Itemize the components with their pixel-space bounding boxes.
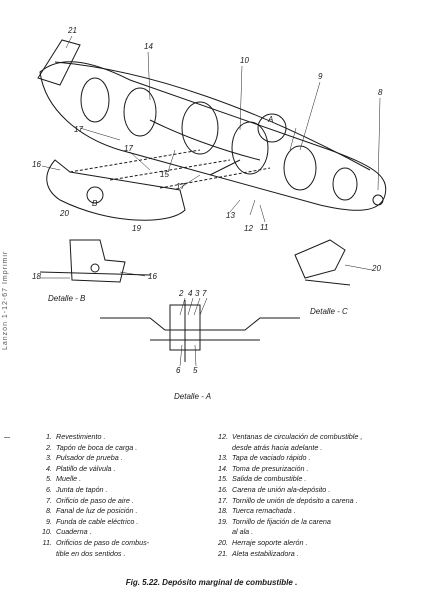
- legend-item: 5.Muelle .: [46, 474, 82, 484]
- legend-item: 17.Tornillo de unión de depósito a caren…: [218, 495, 358, 505]
- legend-item: 20.Herraje soporte alerón .: [218, 537, 308, 547]
- callout-detail-b: B: [92, 199, 98, 208]
- legend-item: tible en dos sentidos .: [56, 548, 126, 558]
- callout-14: 14: [144, 42, 153, 51]
- legend-item: 7.Orificio de paso de aire .: [46, 495, 134, 505]
- margin-note: Lanzón 1-12-67 Imprimir: [2, 250, 9, 350]
- callout-17c: 17: [176, 182, 185, 191]
- tank-body: [39, 61, 387, 211]
- legend-item: 8.Fanal de luz de posición .: [46, 506, 138, 516]
- legend-item: 12.Ventanas de circulación de combustibl…: [218, 432, 363, 441]
- detail-b-shape: [69, 239, 126, 283]
- nav-light: [372, 194, 384, 206]
- tank-illustration-svg: [37, 35, 387, 367]
- detail-c-label: Detalle - C: [310, 307, 348, 316]
- detail-c-shape: [294, 239, 346, 279]
- callout-13: 13: [226, 211, 235, 220]
- callout-3: 3: [195, 289, 200, 298]
- detail-b-circle: [86, 186, 104, 204]
- legend-item: al ala .: [232, 527, 254, 537]
- stabilizer-fin: [37, 39, 81, 86]
- detail-a-circle: [257, 113, 287, 143]
- callout-15: 15: [160, 170, 169, 179]
- legend-item: desde atrás hacia adelante .: [232, 442, 323, 452]
- callout-11: 11: [260, 223, 269, 232]
- callout-19: 19: [132, 224, 141, 233]
- callout-9: 9: [318, 72, 323, 81]
- margin-tick: [4, 437, 10, 438]
- legend-item: 11.Orificios de paso de combus-: [42, 537, 150, 547]
- legend-item: 9.Funda de cable eléctrico .: [46, 516, 139, 526]
- legend-item: 10.Cuaderna .: [42, 527, 92, 537]
- callout-17b: 17: [124, 144, 133, 153]
- callout-21: 21: [68, 26, 77, 35]
- detail-a-shape: [100, 317, 300, 331]
- detail-b-label: Detalle - B: [48, 294, 86, 303]
- legend-item: 6.Junta de tapón .: [46, 484, 108, 494]
- legend-left: 1.Revestimiento . 2.Tapón de boca de car…: [38, 432, 208, 559]
- legend-item: 21.Aleta estabilizadora .: [218, 548, 299, 558]
- callout-10: 10: [240, 56, 249, 65]
- callout-20a: 20: [60, 209, 69, 218]
- callout-7: 7: [202, 289, 207, 298]
- legend-item: 2.Tapón de boca de carga .: [46, 442, 138, 452]
- legend-item: 16.Carena de unión ala-depósito .: [218, 484, 331, 494]
- fairing: [46, 159, 186, 221]
- figure-caption: Fig. 5.22. Depósito marginal de combusti…: [125, 578, 298, 587]
- legend-item: 3.Pulsador de prueba .: [46, 453, 123, 463]
- legend-item: 1.Revestimiento .: [46, 432, 106, 441]
- legend-right: 12.Ventanas de circulación de combustibl…: [214, 432, 404, 559]
- callout-6: 6: [176, 366, 181, 375]
- legend-item: 18.Tuerca remachada .: [218, 506, 296, 516]
- legend-item: 13.Tapa de vaciado rápido .: [218, 453, 311, 463]
- callout-18: 18: [32, 272, 41, 281]
- callout-detail-a: A: [268, 115, 274, 124]
- tank-upper-skin: [54, 61, 371, 171]
- legend-item: 19.Tornillo de fijación de la carena: [218, 516, 331, 526]
- callout-2: 2: [179, 289, 184, 298]
- callout-17a: 17: [74, 125, 83, 134]
- legend-item: 4.Platillo de válvula .: [46, 463, 116, 473]
- legend-item: 14.Toma de presurización .: [218, 463, 309, 473]
- callout-16b: 16: [148, 272, 157, 281]
- detail-a-label: Detalle - A: [174, 392, 212, 401]
- callout-8: 8: [378, 88, 383, 97]
- callout-12: 12: [244, 224, 253, 233]
- callout-5: 5: [193, 366, 198, 375]
- fuel-tank-drawing: [37, 35, 387, 367]
- callout-16a: 16: [32, 160, 41, 169]
- legend-item: 15.Salida de combustible .: [218, 474, 307, 484]
- callout-4: 4: [188, 289, 193, 298]
- callout-20b: 20: [372, 264, 381, 273]
